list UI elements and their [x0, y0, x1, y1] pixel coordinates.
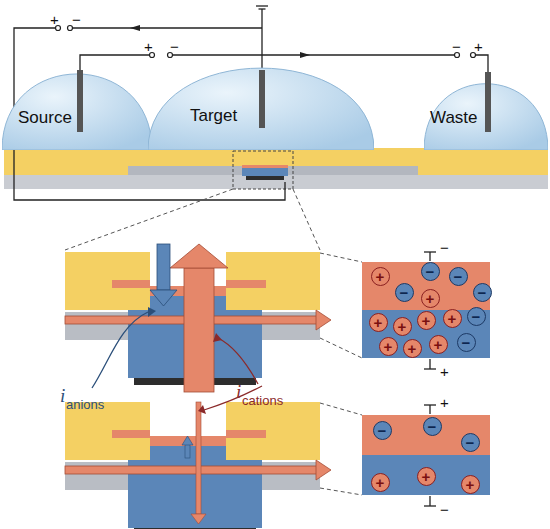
ion-charge: + — [376, 269, 385, 284]
droplet: Source — [2, 72, 152, 150]
ion-charge: + — [422, 469, 431, 484]
polarity-sign: − — [170, 39, 179, 54]
polarity-sign: − — [452, 39, 461, 54]
polarity-sign: − — [440, 502, 449, 517]
anion: − — [423, 417, 442, 436]
ion-charge: − — [454, 269, 463, 284]
anion: − — [457, 333, 476, 352]
ion-charge: + — [426, 291, 435, 306]
cation: + — [369, 313, 388, 332]
droplet-label: Waste — [430, 108, 478, 128]
ion-charge: − — [472, 309, 481, 324]
current-symbol: i — [60, 386, 65, 405]
ion-charge: − — [466, 435, 475, 450]
cation: + — [443, 309, 462, 328]
droplet-label: Source — [18, 108, 72, 128]
polarity-sign: + — [144, 39, 153, 54]
ion-charge: − — [378, 423, 387, 438]
polarity-sign: + — [440, 395, 449, 410]
ion-charge: − — [428, 419, 437, 434]
polarity-sign: − — [440, 240, 449, 255]
anion: − — [473, 283, 492, 302]
droplet-label: Target — [190, 106, 237, 126]
current-symbol: i — [236, 382, 241, 401]
polarity-sign: + — [50, 12, 59, 27]
anion: − — [449, 267, 468, 286]
cation: + — [421, 289, 440, 308]
anion: − — [395, 283, 414, 302]
ion-charge: + — [384, 339, 393, 354]
ion-charge: + — [398, 319, 407, 334]
droplet: Waste — [424, 82, 548, 150]
ion-charge: + — [466, 477, 475, 492]
cation: + — [403, 339, 422, 358]
ion-charge: − — [426, 264, 435, 279]
ion-charge: + — [408, 341, 417, 356]
anion: − — [421, 262, 440, 281]
ion-charge: + — [434, 337, 443, 352]
ion-charge: − — [400, 285, 409, 300]
cation: + — [417, 467, 436, 486]
cation: + — [417, 311, 436, 330]
polarity-sign: + — [440, 364, 449, 379]
current-subscript: anions — [66, 398, 104, 411]
ion-charge: − — [478, 285, 487, 300]
ion-charge: + — [376, 475, 385, 490]
cation: + — [429, 335, 448, 354]
cation: + — [379, 337, 398, 356]
ion-charge: − — [462, 335, 471, 350]
cation: + — [461, 475, 480, 494]
droplet: Target — [148, 66, 374, 150]
cation: + — [371, 267, 390, 286]
cation: + — [393, 317, 412, 336]
polarity-sign: + — [474, 39, 483, 54]
polarity-sign: − — [72, 12, 81, 27]
ion-charge: + — [422, 313, 431, 328]
anion: − — [373, 421, 392, 440]
current-subscript: cations — [242, 394, 283, 407]
anion: − — [461, 433, 480, 452]
cation: + — [371, 473, 390, 492]
ion-charge: + — [448, 311, 457, 326]
ion-charge: + — [374, 315, 383, 330]
anion: − — [467, 307, 486, 326]
